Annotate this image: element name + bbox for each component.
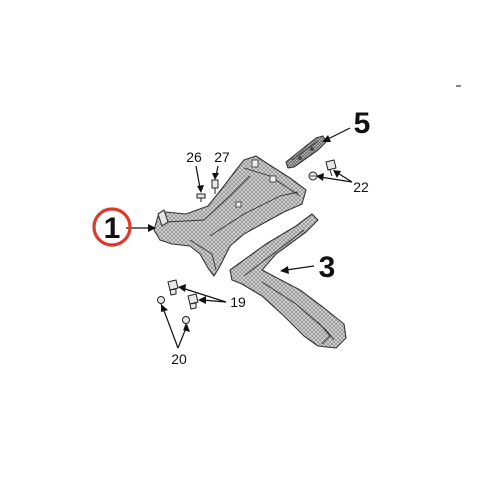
leader-22 [316, 170, 353, 183]
leader-26 [195, 165, 204, 193]
part-5-trim-strip [285, 135, 327, 169]
callout-19: 19 [230, 294, 246, 310]
leader-5 [322, 127, 351, 142]
fastener-22b [325, 159, 337, 177]
fastener-22a [308, 171, 318, 181]
callout-22: 22 [353, 179, 369, 195]
leader-20 [161, 304, 190, 349]
fastener-19a [167, 279, 179, 296]
callout-3: 3 [319, 251, 336, 284]
fastener-26 [196, 193, 206, 202]
callout-20: 20 [171, 351, 187, 367]
callout-1: 1 [104, 212, 121, 245]
fastener-27 [211, 179, 219, 194]
callout-26: 26 [186, 149, 202, 165]
part-3-lower-trim [229, 213, 347, 349]
leader-3 [280, 265, 315, 274]
leader-19 [178, 284, 227, 304]
callout-1-highlight-ring [92, 207, 132, 247]
callout-5: 5 [354, 107, 371, 140]
callout-27: 27 [214, 149, 230, 165]
part-1-pillar-trim [153, 155, 307, 277]
fastener-19b [187, 293, 199, 310]
leader-27 [212, 165, 219, 180]
